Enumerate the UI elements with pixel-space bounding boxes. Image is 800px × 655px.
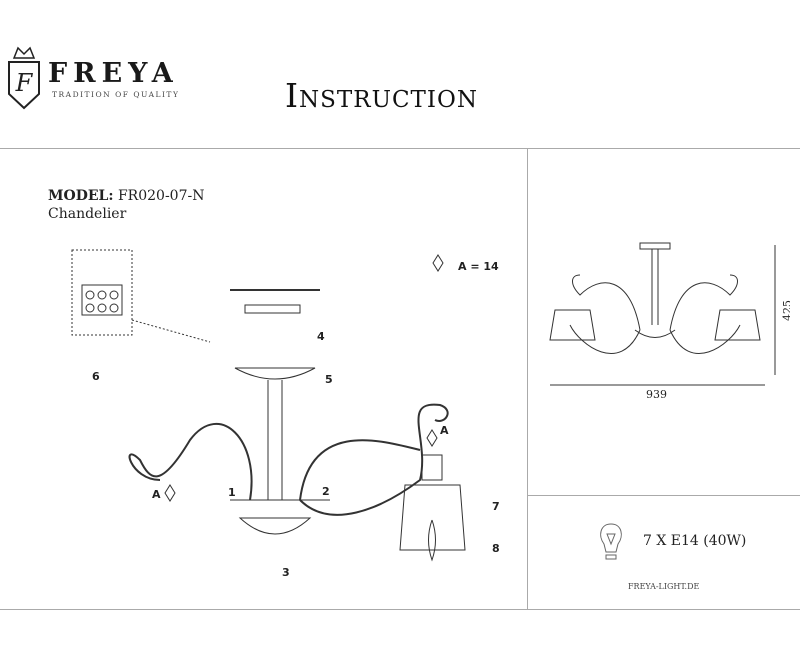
callout-4: 4: [317, 330, 325, 343]
brand-name: FREYA: [48, 58, 179, 89]
callout-1: 1: [228, 486, 236, 499]
callout-8: 8: [492, 542, 500, 555]
divider-vertical: [527, 148, 528, 609]
model-line: MODEL: FR020-07-N: [48, 188, 204, 204]
height-dimension: 425: [781, 300, 790, 321]
callout-7: 7: [492, 500, 500, 513]
bulb-spec: 7 X E14 (40W): [643, 533, 747, 549]
website: FREYA-LIGHT.DE: [628, 582, 700, 591]
callout-5: 5: [325, 373, 333, 386]
crystal-label: A: [152, 488, 161, 501]
divider-horizontal: [527, 495, 800, 496]
page-title: Instruction: [285, 76, 478, 115]
legend-text: A = 14: [458, 260, 499, 273]
width-dimension: 939: [646, 388, 667, 401]
freya-logo-icon: F: [8, 46, 40, 110]
svg-text:F: F: [15, 69, 34, 97]
dimension-drawing: 939 425: [549, 242, 790, 401]
model-number: FR020-07-N: [117, 188, 205, 204]
assembly-diagram: A = 14 A A 1 2 3 4 5 6 7 8: [71, 249, 500, 579]
product-type: Chandelier: [48, 206, 127, 222]
crystal-label: A: [440, 424, 449, 437]
content-frame: [0, 148, 800, 610]
callout-3: 3: [282, 566, 290, 579]
light-bulb-icon: [600, 523, 622, 560]
model-label: MODEL:: [48, 188, 114, 204]
brand-tagline: TRADITION OF QUALITY: [52, 90, 180, 99]
terminal-block-detail: [71, 249, 211, 343]
callout-6: 6: [92, 370, 100, 383]
crystal-icon: [164, 484, 176, 502]
callout-2: 2: [322, 485, 330, 498]
